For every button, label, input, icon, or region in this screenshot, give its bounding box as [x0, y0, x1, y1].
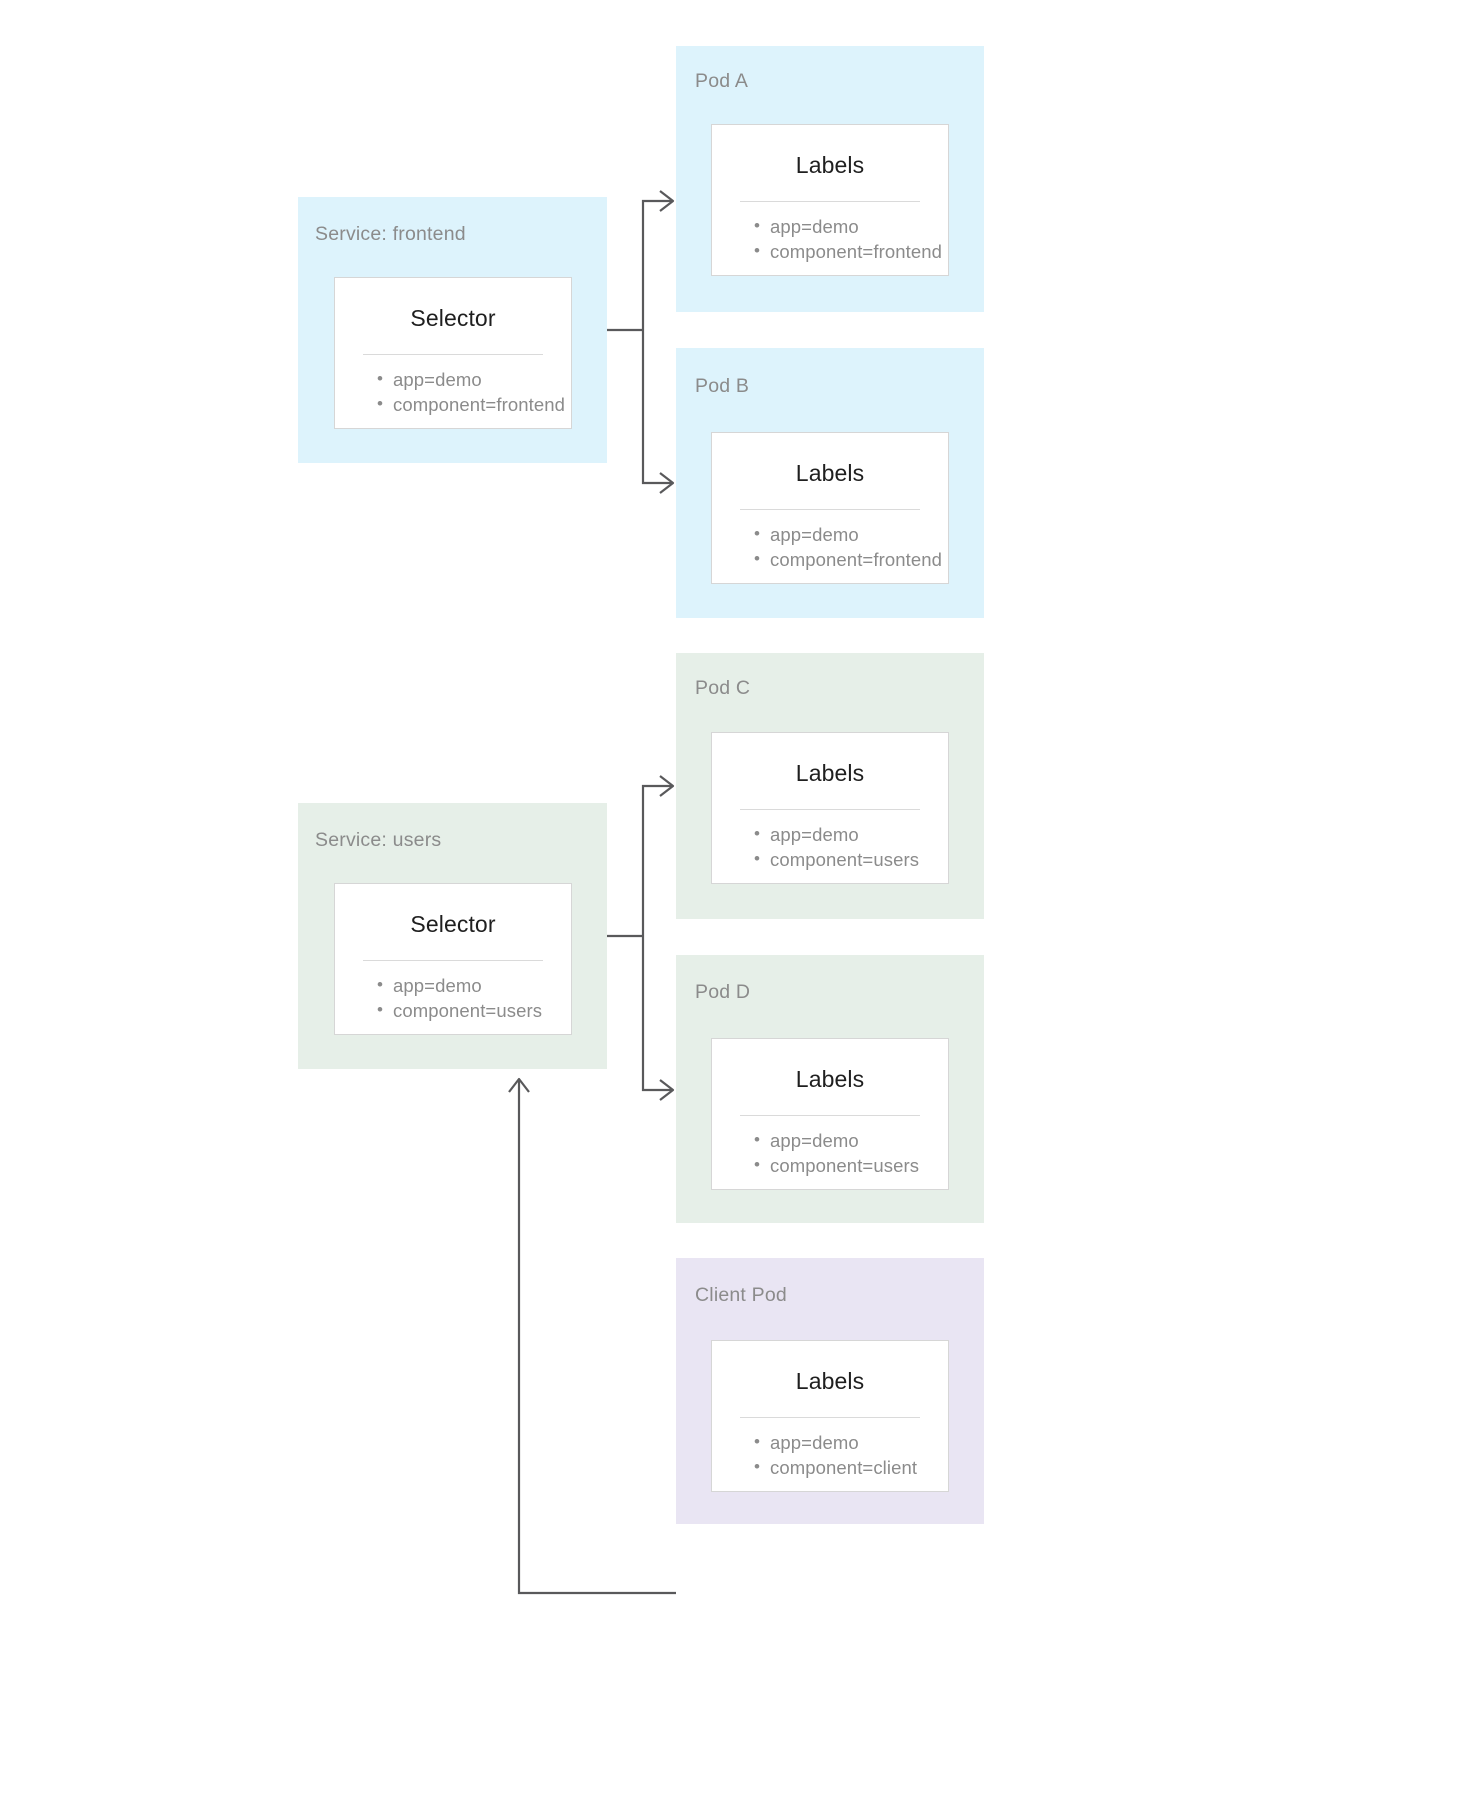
pod-a-group: Pod A Labels app=demo component=frontend [676, 46, 984, 312]
pod-a-card-divider [740, 201, 920, 202]
pod-b-group: Pod B Labels app=demo component=frontend [676, 348, 984, 618]
service-frontend-selector-card: Selector app=demo component=frontend [334, 277, 572, 429]
service-users-selector-item: app=demo [335, 972, 571, 998]
pod-c-label-item: component=users [712, 846, 948, 872]
client-pod-label-list: app=demo component=client [712, 1429, 948, 1496]
service-frontend-selector-item: app=demo [335, 366, 571, 392]
pod-d-label-item: app=demo [712, 1127, 948, 1153]
pod-c-label-item: app=demo [712, 821, 948, 847]
service-users-selector-item: component=users [335, 997, 571, 1023]
client-pod-title: Client Pod [695, 1284, 787, 1306]
service-frontend-selector-list: app=demo component=frontend [335, 366, 571, 433]
service-frontend-group: Service: frontend Selector app=demo comp… [298, 197, 607, 463]
client-pod-label-item: component=client [712, 1454, 948, 1480]
pod-d-title: Pod D [695, 981, 751, 1003]
connector-client-to-users [517, 1079, 676, 1595]
pod-d-group: Pod D Labels app=demo component=users [676, 955, 984, 1223]
service-users-title: Service: users [315, 829, 442, 851]
service-users-selector-card: Selector app=demo component=users [334, 883, 572, 1035]
pod-b-label-item: app=demo [712, 521, 948, 547]
arrowhead-pod-a [659, 190, 675, 212]
connector-users-to-pods [607, 784, 672, 1092]
pod-c-labels-card: Labels app=demo component=users [711, 732, 949, 884]
client-pod-card-title: Labels [795, 1368, 865, 1394]
pod-c-card-divider [740, 809, 920, 810]
arrowhead-users-service [508, 1077, 530, 1093]
pod-a-label-list: app=demo component=frontend [712, 213, 948, 280]
service-frontend-title: Service: frontend [315, 223, 466, 245]
pod-b-title: Pod B [695, 375, 750, 397]
pod-b-label-list: app=demo component=frontend [712, 521, 948, 588]
arrowhead-pod-c [659, 775, 675, 797]
service-users-group: Service: users Selector app=demo compone… [298, 803, 607, 1069]
service-frontend-selector-item: component=frontend [335, 391, 571, 417]
client-pod-labels-card: Labels app=demo component=client [711, 1340, 949, 1492]
pod-d-labels-card: Labels app=demo component=users [711, 1038, 949, 1190]
pod-c-label-list: app=demo component=users [712, 821, 948, 888]
service-frontend-card-divider [363, 354, 543, 355]
pod-b-label-item: component=frontend [712, 546, 948, 572]
connector-frontend-to-pods [607, 199, 672, 485]
arrowhead-pod-b [659, 472, 675, 494]
pod-d-label-list: app=demo component=users [712, 1127, 948, 1194]
service-users-card-divider [363, 960, 543, 961]
service-users-card-title: Selector [410, 911, 496, 937]
pod-c-card-title: Labels [795, 760, 865, 786]
pod-b-card-title: Labels [795, 460, 865, 486]
pod-d-card-divider [740, 1115, 920, 1116]
arrowhead-pod-d [659, 1079, 675, 1101]
pod-a-title: Pod A [695, 70, 749, 92]
pod-c-title: Pod C [695, 677, 751, 699]
pod-a-label-item: component=frontend [712, 238, 948, 264]
service-frontend-card-title: Selector [410, 305, 496, 331]
pod-d-label-item: component=users [712, 1152, 948, 1178]
client-pod-card-divider [740, 1417, 920, 1418]
client-pod-label-item: app=demo [712, 1429, 948, 1455]
pod-a-label-item: app=demo [712, 213, 948, 239]
pod-a-card-title: Labels [795, 152, 865, 178]
client-pod-group: Client Pod Labels app=demo component=cli… [676, 1258, 984, 1524]
pod-c-group: Pod C Labels app=demo component=users [676, 653, 984, 919]
pod-b-card-divider [740, 509, 920, 510]
pod-b-labels-card: Labels app=demo component=frontend [711, 432, 949, 584]
pod-d-card-title: Labels [795, 1066, 865, 1092]
pod-a-labels-card: Labels app=demo component=frontend [711, 124, 949, 276]
service-users-selector-list: app=demo component=users [335, 972, 571, 1039]
